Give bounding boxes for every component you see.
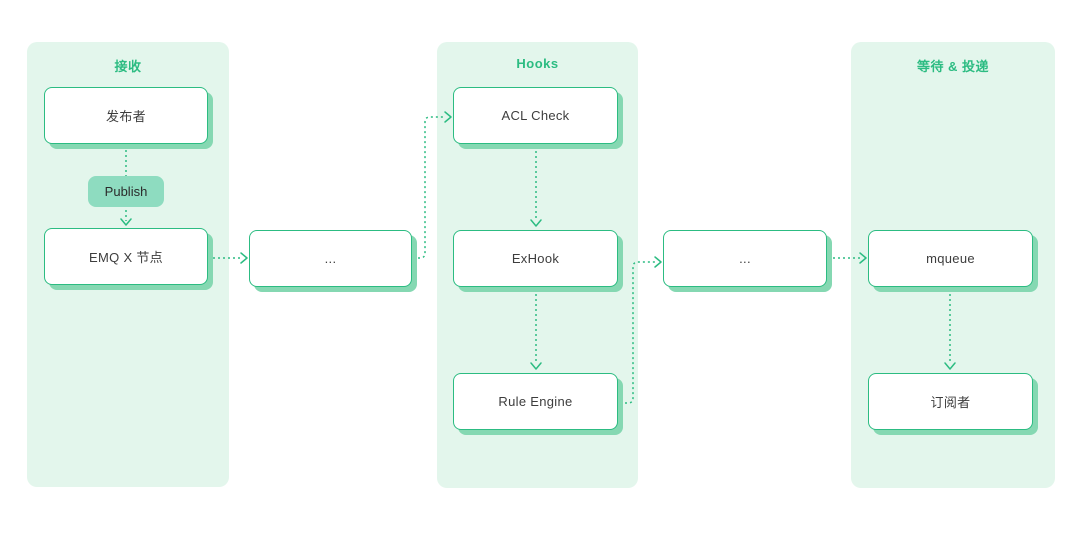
panel-receive-title: 接收 (114, 59, 142, 74)
node-exhook: ExHook (453, 230, 618, 287)
node-ellipsis-right: ... (663, 230, 827, 287)
node-rule-engine: Rule Engine (453, 373, 618, 430)
node-acl-check: ACL Check (453, 87, 618, 144)
arrowhead-right-icon (654, 256, 662, 268)
publish-badge: Publish (88, 176, 164, 207)
node-publisher: 发布者 (44, 87, 208, 144)
node-subscriber: 订阅者 (868, 373, 1033, 430)
panel-deliver-title: 等待 & 投递 (916, 59, 990, 74)
node-mqueue: mqueue (868, 230, 1033, 287)
panel-hooks-title: Hooks (516, 56, 559, 71)
node-ellipsis-left: ... (249, 230, 412, 287)
node-emqx: EMQ X 节点 (44, 228, 208, 285)
arrowhead-right-icon (240, 252, 248, 264)
